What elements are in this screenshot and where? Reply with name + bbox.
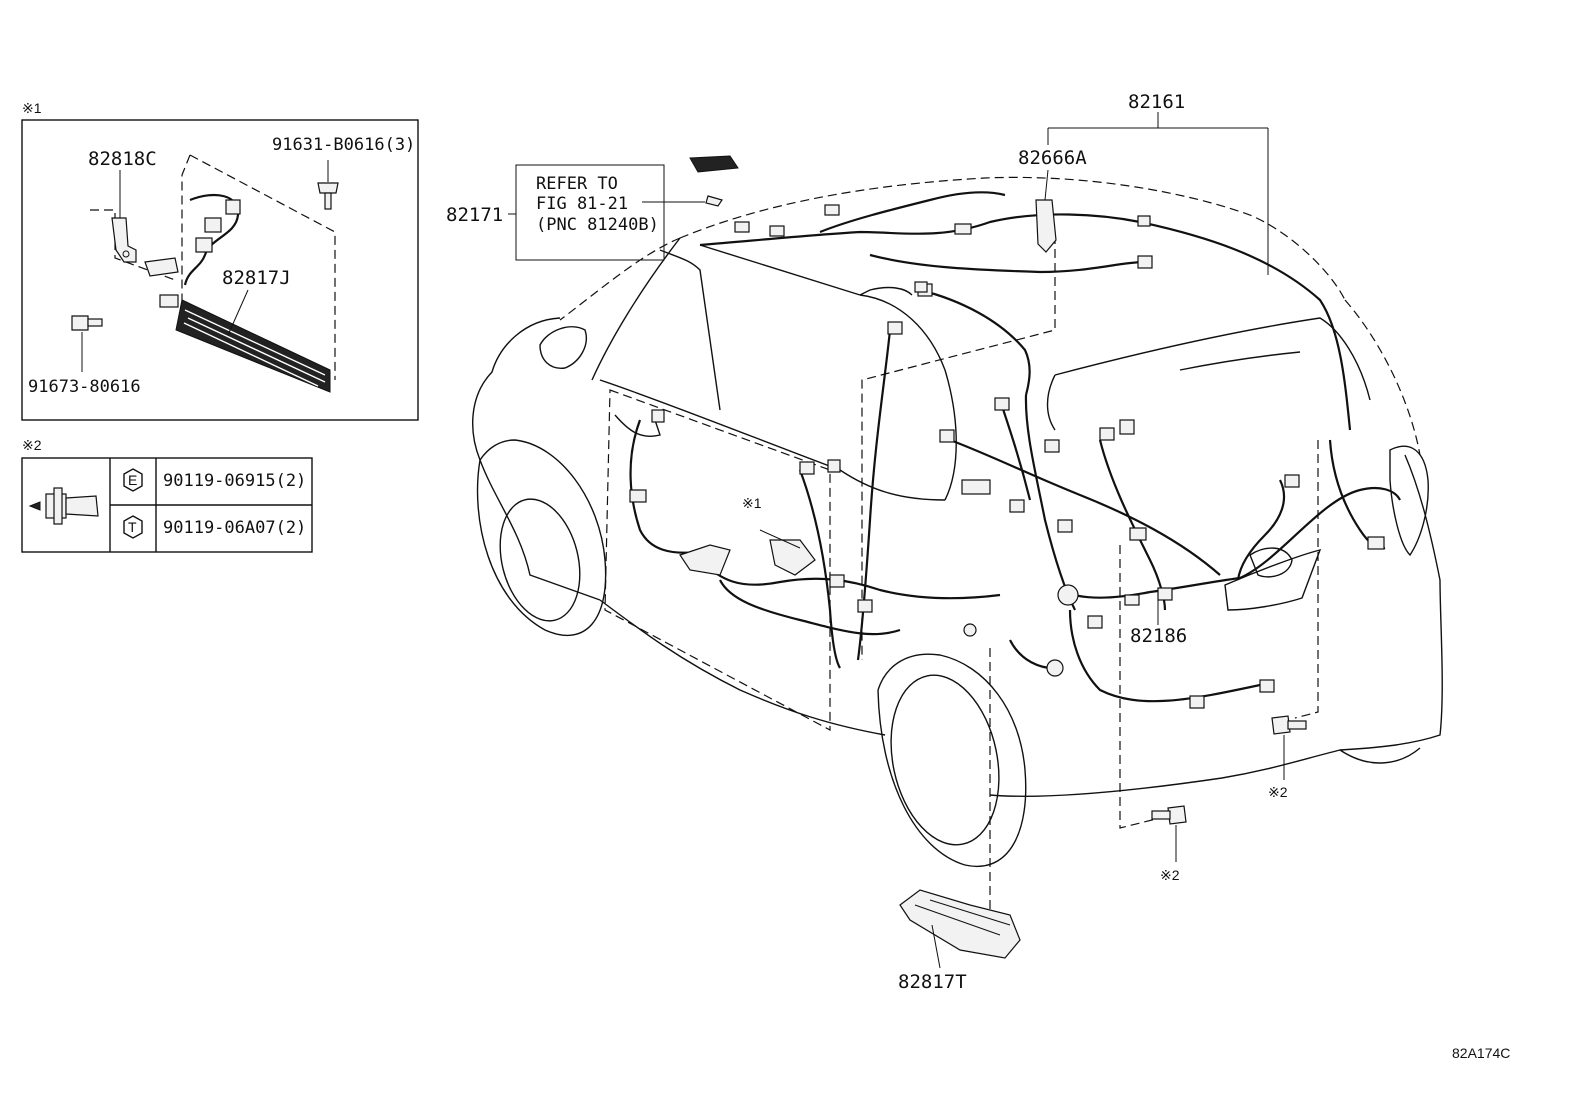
label-82666a: 82666A (1018, 147, 1087, 169)
floor-mat-82817t (899, 889, 1021, 959)
code-e-icon: E (123, 468, 143, 492)
inset-1-mark: ※1 (22, 100, 42, 116)
label-82817j: 82817J (222, 267, 291, 289)
refer-line-1: REFER TO (536, 174, 618, 194)
label-91673-80616: 91673-80616 (28, 377, 141, 397)
label-82171: 82171 (446, 204, 503, 226)
refer-line-2: FIG 81-21 (536, 194, 628, 214)
svg-text:E: E (128, 472, 137, 488)
mark-2-bottom-callout: ※2 (1160, 867, 1180, 883)
bolt-right-icon (1271, 715, 1307, 735)
vehicle-body-outline (472, 176, 1443, 910)
callout-lines (508, 112, 1285, 969)
label-91631-b0616: 91631-B0616(3) (272, 135, 415, 155)
label-90119-06a07: 90119-06A07(2) (163, 518, 306, 538)
inset-2: ※2 E T 90119-06915(2) 90119-06A07(2) (21, 437, 313, 553)
label-82161: 82161 (1128, 91, 1185, 113)
clip-fastener-icon (28, 487, 99, 525)
label-82818c: 82818C (88, 148, 157, 170)
front-wheel (476, 439, 607, 636)
label-82817t: 82817T (898, 971, 967, 993)
rear-wheel (877, 653, 1027, 868)
connector-cluster (144, 193, 241, 308)
figure-id: 82A174C (1452, 1045, 1510, 1061)
svg-text:T: T (128, 519, 137, 535)
connector-82171 (689, 155, 739, 207)
bolt-91631-icon (317, 182, 339, 210)
floor-mat-82817j (175, 299, 331, 393)
inset-1-frame (21, 119, 419, 421)
refer-line-3: (PNC 81240B) (536, 215, 659, 235)
inset-1: ※1 (21, 100, 419, 421)
label-82186: 82186 (1130, 625, 1187, 647)
mark-2-right-callout: ※2 (1268, 784, 1288, 800)
wire-harness (629, 191, 1401, 709)
code-t-icon: T (123, 515, 143, 539)
mark-1-callout: ※1 (742, 495, 762, 511)
connector-82666a (1035, 199, 1057, 253)
bolt-91673-icon (71, 315, 103, 331)
bolt-bottom-icon (1151, 805, 1187, 825)
bracket-82818c (111, 217, 137, 263)
inset-2-mark: ※2 (22, 437, 42, 453)
label-90119-06915: 90119-06915(2) (163, 471, 306, 491)
